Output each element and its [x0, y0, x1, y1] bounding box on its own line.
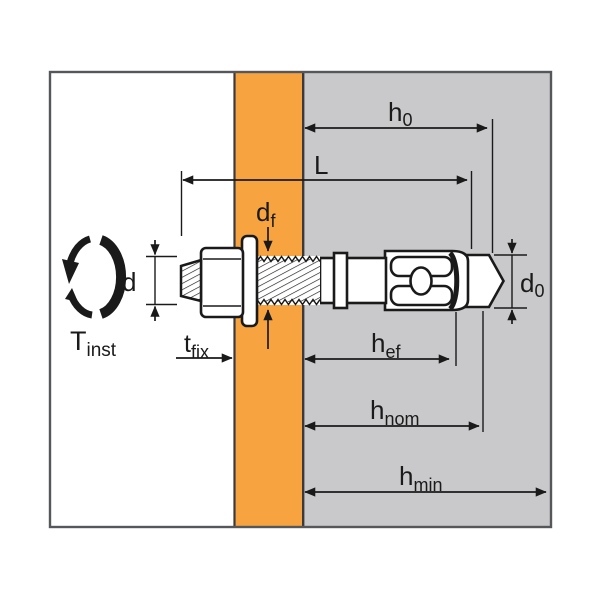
dimension-d0: d0 — [494, 239, 544, 324]
dimension-h0: h0 — [304, 97, 494, 253]
threaded-section — [256, 255, 321, 306]
thread-crest-bottom — [256, 298, 321, 306]
anchor-bolt — [179, 234, 470, 328]
dimension-hmin: hmin — [304, 461, 547, 497]
dimension-L: L — [180, 150, 473, 249]
dimension-hnom: hnom — [304, 311, 484, 432]
thread-hatch — [257, 259, 320, 302]
stud-tip — [179, 258, 203, 303]
expansion-clip-bulge — [409, 266, 433, 296]
df-label: df — [256, 197, 276, 231]
thread-crest-top — [256, 255, 321, 263]
anchor-shank — [318, 256, 388, 305]
dimension-df: df — [256, 197, 276, 349]
anchor-collar — [332, 251, 349, 310]
rotation-arc-right — [99, 235, 127, 319]
hnom-label: hnom — [370, 395, 419, 429]
h0-label: h0 — [388, 97, 412, 130]
dimension-hef: hef — [304, 312, 457, 366]
hef-label: hef — [371, 328, 401, 362]
torque-symbol: Tinst — [62, 235, 127, 361]
cone-back-curve — [447, 251, 460, 311]
tinst-label: Tinst — [70, 326, 117, 361]
tfix-label: tfix — [184, 330, 209, 362]
dimension-tfix: tfix — [176, 330, 233, 363]
rotation-arc-top-left — [66, 235, 92, 265]
rotation-arrowhead-up-icon — [65, 288, 78, 302]
hmin-label: hmin — [399, 461, 442, 495]
panel-border — [48, 70, 553, 529]
d0-label: d0 — [520, 268, 544, 301]
rotation-arrowhead-down-icon — [62, 259, 79, 284]
L-label: L — [314, 150, 328, 180]
